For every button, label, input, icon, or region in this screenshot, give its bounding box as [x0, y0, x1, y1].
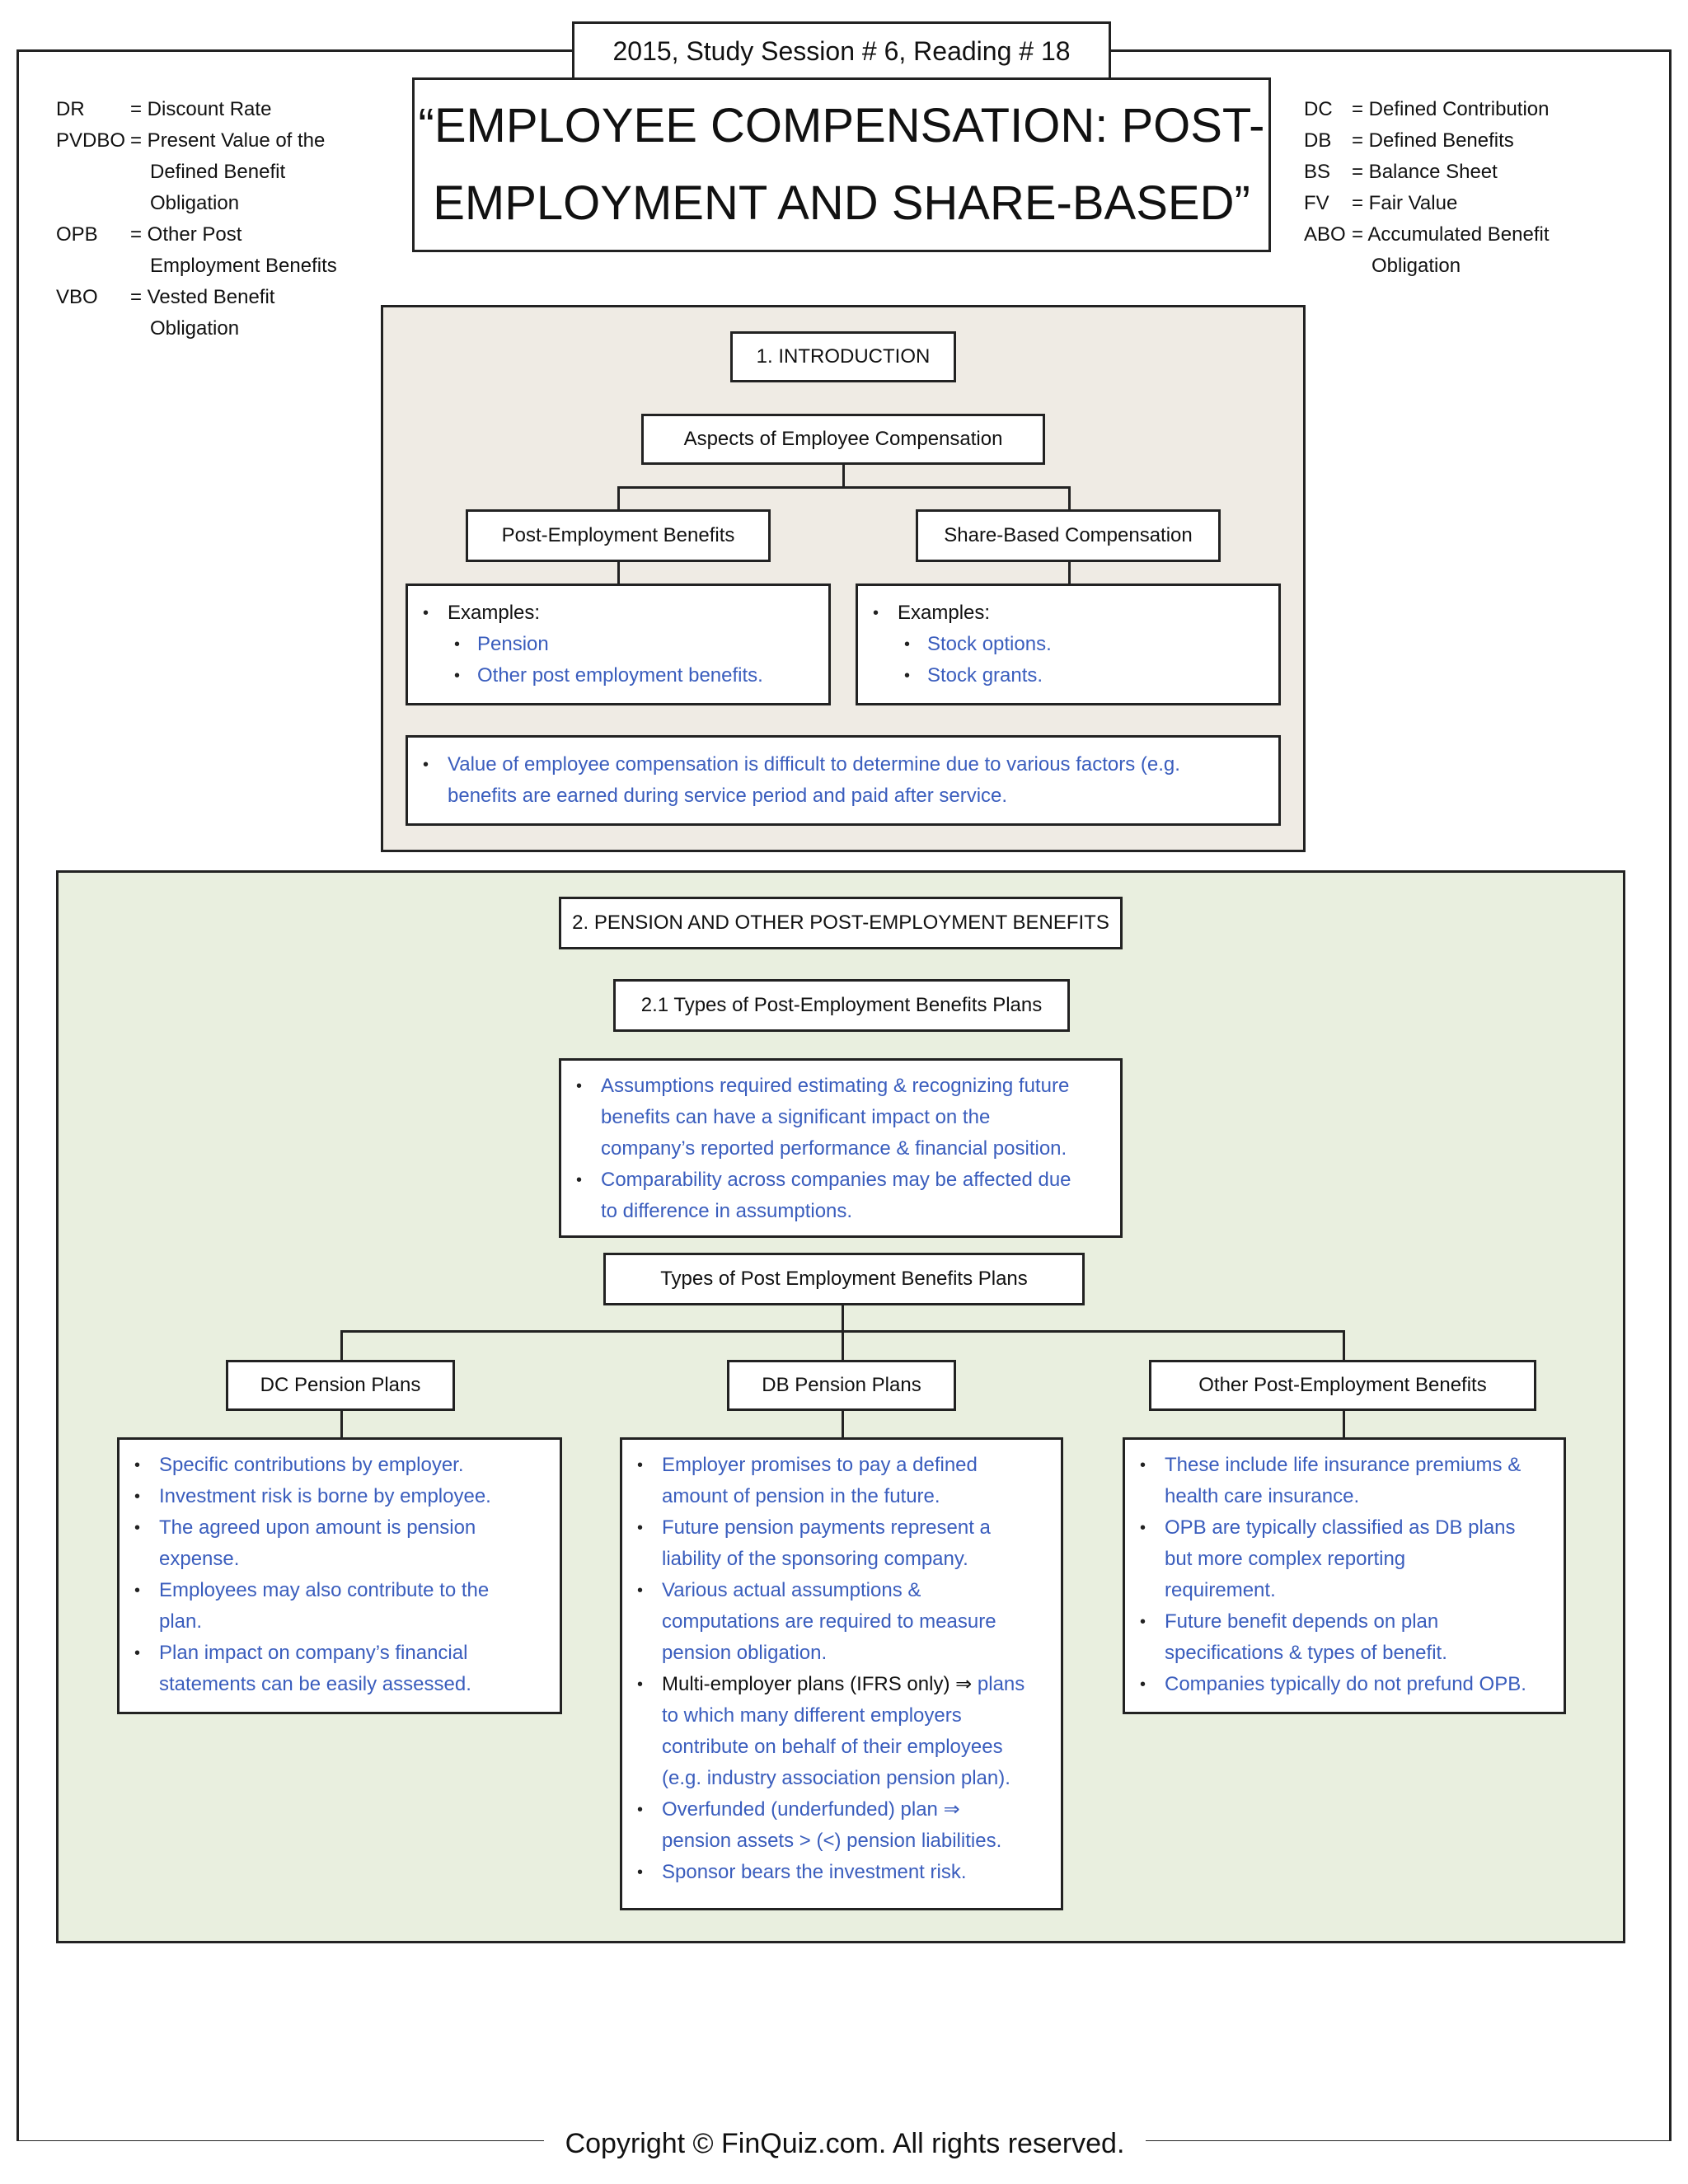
db-points-list: Employer promises to pay a definedamount…	[631, 1450, 1053, 1888]
footer-rule-right	[1146, 2141, 1672, 2144]
legend-entry: DC = Defined Contribution	[1304, 94, 1650, 125]
legend-definition: = Defined Benefits	[1352, 129, 1514, 152]
legend-definition: = Balance Sheet	[1352, 161, 1498, 183]
list-item: Multi-employer plans (IFRS only) ⇒ plans…	[631, 1669, 1053, 1794]
connector	[617, 562, 620, 585]
list-item: Future pension payments represent aliabi…	[631, 1512, 1053, 1575]
types-title-box: Types of Post Employment Benefits Plans	[603, 1253, 1085, 1305]
list-item: Specific contributions by employer.	[128, 1450, 551, 1481]
connector	[1343, 1330, 1345, 1361]
session-tab: 2015, Study Session # 6, Reading # 18	[572, 21, 1111, 81]
connector	[1343, 1411, 1345, 1439]
db-points-box: Employer promises to pay a definedamount…	[620, 1437, 1063, 1910]
legend-abbr: ABO	[1304, 223, 1346, 246]
legend-entry: DR = Discount Rate	[56, 94, 369, 125]
connector	[340, 1330, 343, 1361]
legend-entry: FV = Fair Value	[1304, 188, 1650, 219]
legend-abbr: BS	[1304, 161, 1331, 183]
copyright: Copyright © FinQuiz.com. All rights rese…	[544, 2123, 1146, 2164]
list-item: Future benefit depends on planspecificat…	[1133, 1606, 1555, 1669]
legend-entry: DB = Defined Benefits	[1304, 125, 1650, 157]
list-item: Plan impact on company’s financialstatem…	[128, 1638, 551, 1700]
post-examples-box: Examples: PensionOther post employment b…	[406, 583, 831, 705]
connector	[842, 1305, 844, 1332]
assumptions-list: Assumptions required estimating & recogn…	[570, 1071, 1112, 1227]
list-item: Value of employee compensation is diffic…	[416, 749, 1270, 812]
list-item: Sponsor bears the investment risk.	[631, 1857, 1053, 1888]
connector	[1068, 486, 1071, 511]
legend-abbr: FV	[1304, 192, 1329, 214]
legend-abbr: DR	[56, 98, 85, 120]
legend-abbr: DC	[1304, 98, 1333, 120]
post-employment-box: Post-Employment Benefits	[466, 509, 771, 562]
intro-heading: 1. INTRODUCTION	[730, 331, 956, 382]
session-tab-text: 2015, Study Session # 6, Reading # 18	[612, 35, 1071, 66]
legend-abbr: OPB	[56, 223, 98, 246]
list-item: Assumptions required estimating & recogn…	[570, 1071, 1112, 1165]
share-based-box: Share-Based Compensation	[916, 509, 1221, 562]
other-title-box: Other Post-Employment Benefits	[1149, 1360, 1536, 1411]
list-item: Companies typically do not prefund OPB.	[1133, 1669, 1555, 1700]
legend-definition: = Discount Rate	[130, 98, 272, 120]
intro-note-box: Value of employee compensation is diffic…	[406, 735, 1281, 826]
assumptions-box: Assumptions required estimating & recogn…	[559, 1058, 1123, 1238]
list-item: Pension	[448, 629, 820, 660]
connector	[617, 486, 1071, 489]
legend-abbr: VBO	[56, 286, 98, 308]
other-points-box: These include life insurance premiums &h…	[1123, 1437, 1566, 1714]
list-item: Other post employment benefits.	[448, 660, 820, 691]
legend-definition: = Fair Value	[1352, 192, 1458, 214]
connector	[617, 486, 620, 511]
page-title: “EMPLOYEE COMPENSATION: POST- EMPLOYMENT…	[412, 77, 1271, 252]
dc-points-list: Specific contributions by employer.Inves…	[128, 1450, 551, 1700]
db-title-box: DB Pension Plans	[727, 1360, 956, 1411]
share-examples-box: Examples: Stock options.Stock grants.	[856, 583, 1281, 705]
list-item: Comparability across companies may be af…	[570, 1165, 1112, 1227]
legend-entry: BS = Balance Sheet	[1304, 157, 1650, 188]
title-line-1: “EMPLOYEE COMPENSATION: POST-	[418, 99, 1265, 152]
list-item: Examples: PensionOther post employment b…	[416, 598, 820, 691]
list-item: OPB are typically classified as DB plans…	[1133, 1512, 1555, 1606]
list-item: Overfunded (underfunded) plan ⇒pension a…	[631, 1794, 1053, 1857]
connector	[842, 1411, 844, 1439]
post-examples-list: PensionOther post employment benefits.	[448, 629, 820, 691]
connector	[842, 465, 845, 488]
list-item: Various actual assumptions &computations…	[631, 1575, 1053, 1669]
connector	[1068, 562, 1071, 585]
list-item: Investment risk is borne by employee.	[128, 1481, 551, 1512]
list-item: The agreed upon amount is pensionexpense…	[128, 1512, 551, 1575]
legend-abbr: DB	[1304, 129, 1332, 152]
footer-rule-left	[16, 2141, 544, 2144]
pension-heading: 2. PENSION AND OTHER POST-EMPLOYMENT BEN…	[559, 897, 1123, 949]
list-item: Stock options.	[898, 629, 1270, 660]
legend-definition: = Defined Contribution	[1352, 98, 1550, 120]
connector	[842, 1330, 844, 1361]
list-item: These include life insurance premiums &h…	[1133, 1450, 1555, 1512]
pension-subheading: 2.1 Types of Post-Employment Benefits Pl…	[613, 979, 1070, 1032]
aspects-box: Aspects of Employee Compensation	[641, 414, 1045, 465]
other-points-list: These include life insurance premiums &h…	[1133, 1450, 1555, 1700]
dc-title-box: DC Pension Plans	[226, 1360, 455, 1411]
title-line-2: EMPLOYMENT AND SHARE-BASED”	[433, 176, 1250, 230]
share-examples-list: Stock options.Stock grants.	[898, 629, 1270, 691]
list-item: Employer promises to pay a definedamount…	[631, 1450, 1053, 1512]
legend-abbr: PVDBO	[56, 129, 126, 152]
list-item: Stock grants.	[898, 660, 1270, 691]
dc-points-box: Specific contributions by employer.Inves…	[117, 1437, 562, 1714]
list-item: Examples: Stock options.Stock grants.	[866, 598, 1270, 691]
list-item: Employees may also contribute to theplan…	[128, 1575, 551, 1638]
connector	[340, 1411, 343, 1439]
